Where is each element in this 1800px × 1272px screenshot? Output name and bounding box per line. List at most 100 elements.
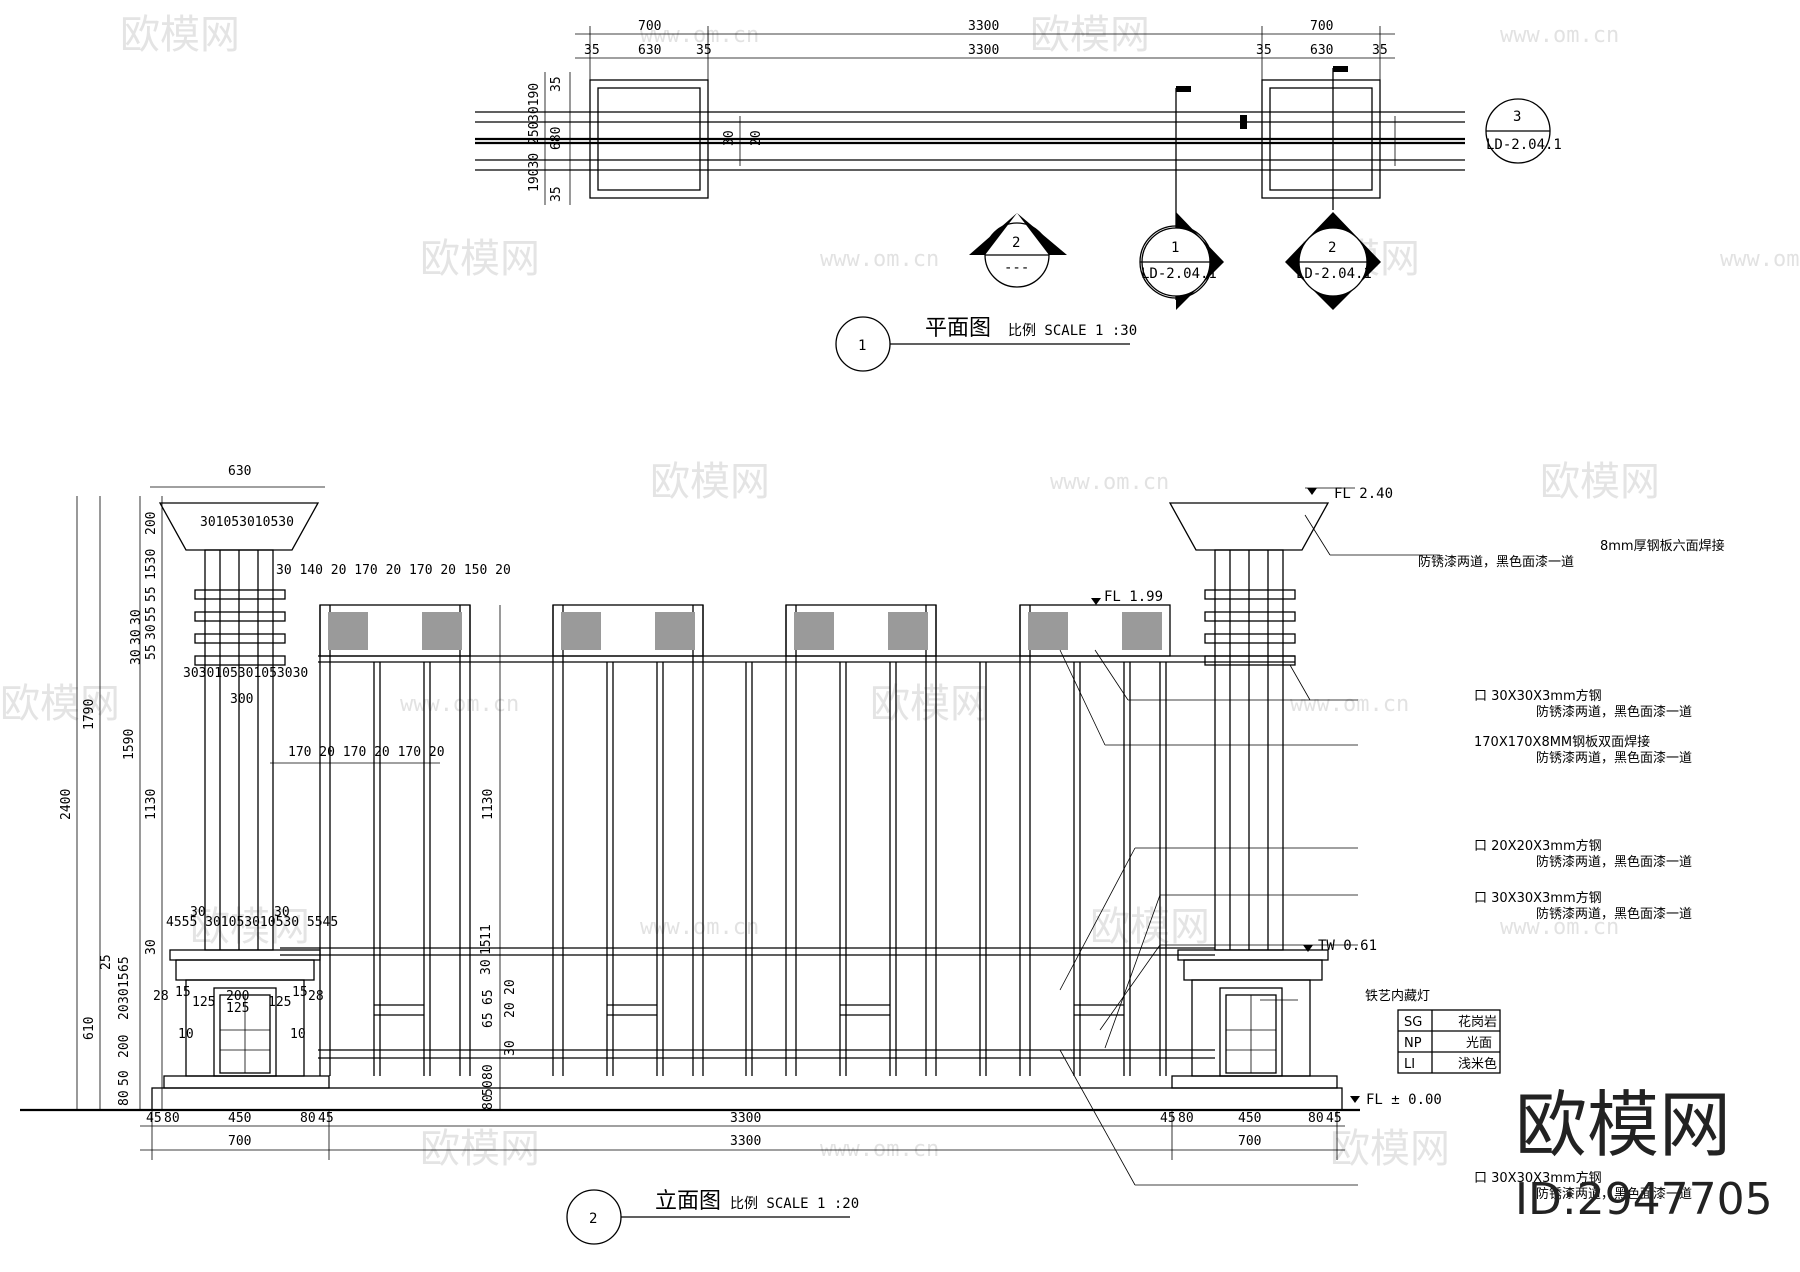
legend-code: SG <box>1404 1015 1422 1030</box>
watermark-layer: 欧模网 欧模网 欧模网 欧模网 欧模网 欧模网 欧模网 欧模网 欧模网 欧模网 … <box>0 12 1800 1172</box>
note: 防锈漆两道，黑色面漆一道 <box>1536 906 1692 922</box>
section-marker: 3 LD-2.04.1 <box>1470 83 1566 164</box>
dim: 1590 <box>122 729 137 760</box>
dim: 20 <box>503 979 518 995</box>
dim: 30 <box>274 905 290 920</box>
dim: 80 <box>1178 1111 1194 1126</box>
level-label: TW 0.61 <box>1318 938 1377 954</box>
left-pier <box>158 502 321 1077</box>
dim: 50 <box>481 1080 496 1096</box>
plan-dim: 35 <box>696 43 712 58</box>
dim: 20 <box>117 1004 132 1020</box>
plan-dim: 3300 <box>968 43 999 58</box>
dim: 25 <box>99 954 114 970</box>
watermark: 欧模网 <box>190 904 310 950</box>
dim: 301053010530 <box>200 515 294 530</box>
dim: 30 <box>190 905 206 920</box>
dim: 3030105301053030 <box>183 666 308 681</box>
top-panels <box>319 604 1171 657</box>
watermark: 欧模网 <box>420 236 540 282</box>
dim: 3300 <box>730 1134 761 1149</box>
dim: 30 <box>129 629 144 645</box>
watermark: 欧模网 <box>1090 904 1210 950</box>
dim: 125 <box>192 995 215 1010</box>
watermark: 欧模网 <box>120 12 240 58</box>
dim: 170 20 170 20 170 20 <box>288 745 445 760</box>
dim: 1790 <box>82 699 97 730</box>
dim: 30 <box>129 649 144 665</box>
marker-ref: LD-2.04.1 <box>1141 266 1217 282</box>
dim: 15 <box>117 972 132 988</box>
plan-dim: 35 <box>584 43 600 58</box>
dim: 45 <box>1160 1111 1176 1126</box>
marker-ref: LD-2.04.1 <box>1486 137 1562 153</box>
dim: 1530 <box>144 549 159 580</box>
section-marker: 1 LD-2.04.1 <box>1139 86 1224 310</box>
note: 防锈漆两道，黑色面漆一道 <box>1536 704 1692 720</box>
note: 防锈漆两道，黑色面漆一道 <box>1536 1186 1692 1202</box>
elevation-view: FL 2.40 FL 1.99 TW 0.61 FL ± 0.00 8mm厚钢板… <box>20 464 1725 1245</box>
note: 8mm厚钢板六面焊接 <box>1600 538 1725 554</box>
legend-code: LI <box>1404 1057 1415 1072</box>
plan-dim: 19030 <box>527 153 542 192</box>
plan-dim: 700 <box>1310 19 1333 34</box>
dim: 450 <box>1238 1111 1261 1126</box>
dim: 200 <box>117 1035 132 1058</box>
brand-mark: 欧模网 ID:2947705 <box>1515 1083 1773 1225</box>
fence-pickets <box>319 605 1167 1076</box>
marker-ref: --- <box>1004 260 1029 276</box>
dim: 45 <box>1326 1111 1342 1126</box>
dim: 10 <box>178 1027 194 1042</box>
watermark: 欧模网 <box>650 459 770 505</box>
material-notes: 8mm厚钢板六面焊接 防锈漆两道，黑色面漆一道 口 30X30X3mm方钢 防锈… <box>1365 538 1725 1202</box>
legend-name: 光面 <box>1466 1036 1492 1051</box>
dim: 80 <box>117 1090 132 1106</box>
dim: 30 <box>144 939 159 955</box>
marker-ref: LD-2.04.1 <box>1296 266 1372 282</box>
dim: 80 <box>481 1094 496 1110</box>
plan-dim: 630 <box>638 43 661 58</box>
watermark: 欧模网 <box>420 1126 540 1172</box>
legend-name: 花岗岩 <box>1458 1014 1497 1030</box>
marker-number: 1 <box>1171 240 1179 256</box>
watermark-url: www.om.cn <box>1050 470 1169 495</box>
dim: 28 <box>308 989 324 1004</box>
dim: 80 <box>1308 1111 1324 1126</box>
note: 防锈漆两道，黑色面漆一道 <box>1536 854 1692 870</box>
note: 口 20X20X3mm方钢 <box>1474 838 1602 854</box>
dim: 30 <box>479 959 494 975</box>
dim: 80 <box>164 1111 180 1126</box>
dim: 28 <box>153 989 169 1004</box>
watermark-url: www.om.cn <box>1500 915 1619 940</box>
dim: 2400 <box>59 789 74 820</box>
dim: 45 <box>146 1111 162 1126</box>
note: 口 30X30X3mm方钢 <box>1474 1170 1602 1186</box>
dim: 450 <box>228 1111 251 1126</box>
watermark: 欧模网 <box>1330 1126 1450 1172</box>
section-marker: 2 LD-2.04.1 <box>1285 66 1381 310</box>
dim: 65 <box>481 989 496 1005</box>
legend-name: 浅米色 <box>1458 1056 1497 1072</box>
level-label: FL ± 0.00 <box>1366 1092 1442 1108</box>
watermark-url: www.om.cn <box>820 1137 939 1162</box>
watermark-url: www.om.cn <box>640 23 759 48</box>
dim: 630 <box>228 464 251 479</box>
plan-title: 平面图 <box>925 316 991 341</box>
marker-number: 2 <box>1012 235 1020 251</box>
dim: 200 <box>226 989 249 1004</box>
dim: 200 <box>144 512 159 535</box>
dim: 610 <box>82 1017 97 1040</box>
plan-view: 700 3300 700 35 630 35 3300 35 630 35 35… <box>475 19 1566 372</box>
note: 口 30X30X3mm方钢 <box>1474 890 1602 906</box>
watermark-url: www.om.cn <box>1290 692 1409 717</box>
plan-dim: 35 <box>1372 43 1388 58</box>
dim: 55 <box>144 606 159 622</box>
watermark-url: www.om.cn <box>640 915 759 940</box>
note: 170X170X8MM钢板双面焊接 <box>1474 734 1650 750</box>
dim: 55 <box>144 586 159 602</box>
note: 防锈漆两道，黑色面漆一道 <box>1536 750 1692 766</box>
level-markers: FL 2.40 FL 1.99 TW 0.61 FL ± 0.00 <box>1091 486 1442 1108</box>
level-label: FL 2.40 <box>1334 486 1393 502</box>
